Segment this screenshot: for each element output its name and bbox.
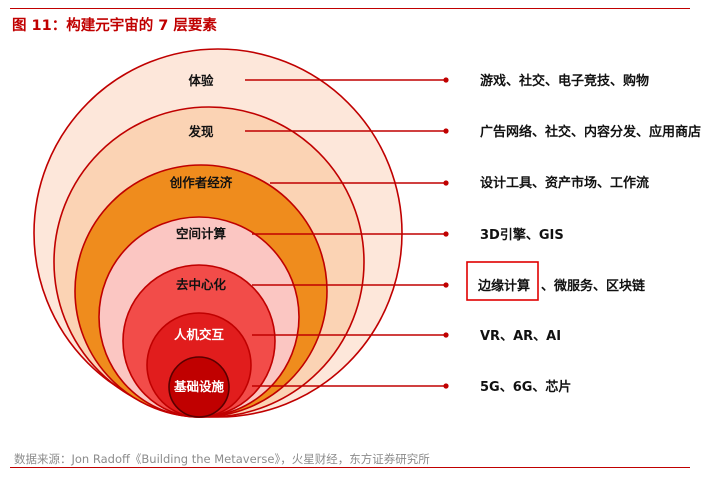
layer-description-creator-economy: 设计工具、资产市场、工作流 [480, 175, 649, 191]
layer-label-hci: 人机交互 [174, 327, 225, 342]
figure-title: 图 11：构建元宇宙的 7 层要素 [12, 18, 217, 34]
layer-label-discovery: 发现 [187, 124, 214, 139]
highlight-box [466, 261, 539, 301]
layer-label-creator-economy: 创作者经济 [169, 175, 233, 190]
layer-description-infrastructure: 5G、6G、芯片 [480, 379, 571, 395]
layer-description-discovery: 广告网络、社交、内容分发、应用商店 [480, 124, 701, 140]
layer-label-spatial-computing: 空间计算 [176, 226, 227, 241]
top-rule [10, 8, 690, 9]
bottom-rule [10, 467, 690, 468]
connector-dot-experience [443, 77, 449, 83]
layer-ring-infrastructure [168, 356, 230, 418]
layer-description-decentralization: 、微服务、区块链 [541, 278, 646, 294]
layer-label-infrastructure: 基础设施 [173, 379, 225, 394]
layer-description-experience: 游戏、社交、电子竞技、购物 [480, 73, 649, 89]
connector-dot-infrastructure [443, 383, 449, 389]
layer-description-highlight: 边缘计算 [477, 278, 530, 294]
connector-dot-hci [443, 332, 449, 338]
connector-dot-discovery [443, 128, 449, 134]
layer-label-decentralization: 去中心化 [176, 277, 227, 292]
source-note: 数据来源：Jon Radoff《Building the Metaverse》，… [14, 452, 430, 466]
connector-dot-decentralization [443, 282, 449, 288]
connector-dot-spatial-computing [443, 231, 449, 237]
layer-label-experience: 体验 [188, 73, 214, 88]
connector-dot-creator-economy [443, 180, 449, 186]
layer-description-spatial-computing: 3D引擎、GIS [480, 227, 564, 243]
layer-description-hci: VR、AR、AI [480, 329, 561, 344]
